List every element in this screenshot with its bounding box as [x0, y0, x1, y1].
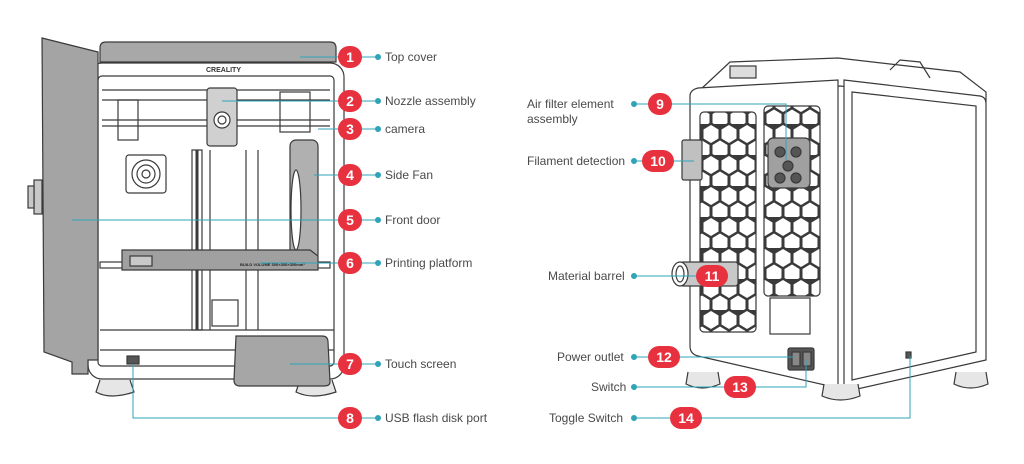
callout-badge-5: 5 — [338, 209, 362, 231]
callout-badge-3: 3 — [338, 118, 362, 140]
callout-badge-1: 1 — [338, 46, 362, 68]
callout-badge-11: 11 — [696, 265, 728, 287]
callout-label-switch: Switch — [591, 380, 627, 394]
callout-badge-10: 10 — [642, 150, 674, 172]
callout-label-filament-detection: Filament detection — [527, 154, 626, 168]
front-printer — [27, 37, 345, 397]
callout-badge-13: 13 — [724, 376, 756, 398]
hex-grill-right — [763, 105, 821, 297]
callout-badge-7: 7 — [338, 353, 362, 375]
callout-label-touch-screen: Touch screen — [385, 357, 457, 371]
filament-detection-unit — [681, 139, 703, 181]
callout-label-air-filter: Air filter element — [527, 97, 614, 111]
callout-badge-9: 9 — [648, 93, 672, 115]
touch-screen — [233, 335, 331, 387]
callout-badge-12: 12 — [648, 346, 680, 368]
front-door — [41, 37, 99, 375]
callout-badge-8: 8 — [338, 407, 362, 429]
callout-label-side-fan: Side Fan — [385, 168, 434, 182]
leader-dots — [375, 54, 637, 421]
callout-badge-14: 14 — [670, 407, 702, 429]
callout-label-power-outlet: Power outlet — [557, 350, 624, 364]
top-cover — [99, 41, 337, 63]
hex-grill-left — [699, 111, 757, 333]
callout-label-nozzle-assembly: Nozzle assembly — [385, 94, 476, 108]
callout-label-usb-port: USB flash disk port — [385, 411, 488, 425]
callout-badge-2: 2 — [338, 90, 362, 112]
platform-label: BUILD VOLUME 300×300×300mm³ — [240, 262, 305, 267]
callout-label-material-barrel: Material barrel — [548, 269, 625, 283]
toggle-switch — [905, 351, 912, 359]
back-printer — [671, 57, 989, 401]
callout-label-air-filter-line2: assembly — [527, 112, 578, 126]
callout-label-toggle-switch: Toggle Switch — [549, 411, 624, 425]
callout-badge-6: 6 — [338, 252, 362, 274]
callout-label-printing-platform: Printing platform — [385, 256, 473, 270]
callout-badge-4: 4 — [338, 164, 362, 186]
callout-label-top-cover: Top cover — [385, 50, 438, 64]
usb-port — [126, 355, 140, 365]
brand-text: CREALITY — [206, 67, 241, 74]
callout-label-front-door: Front door — [385, 213, 441, 227]
callout-label-camera: camera — [385, 122, 426, 136]
